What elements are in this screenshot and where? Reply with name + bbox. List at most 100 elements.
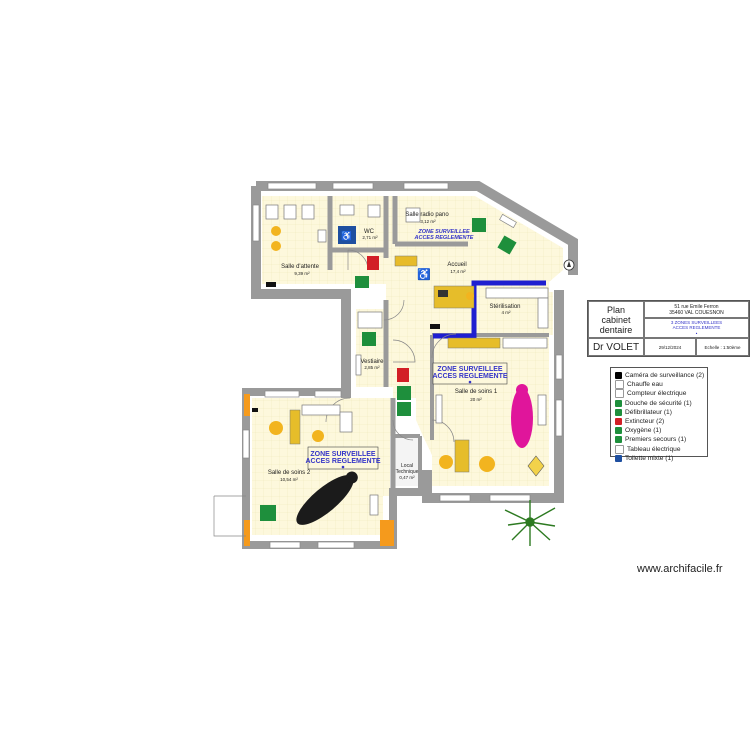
exit-sign-accueil (355, 276, 369, 288)
sterilisation-counter (485, 287, 549, 299)
floor-local-technique (393, 436, 420, 486)
patient-chair-soins2 (296, 471, 358, 525)
windows (242, 182, 563, 549)
title-block: Plan cabinet dentaire Dr VOLET 51 rue Em… (587, 300, 750, 357)
address-line2: 35460 VAL COUESNON (669, 309, 724, 316)
accueil-chair (466, 292, 474, 300)
legend-item: Chauffe eau (615, 380, 703, 390)
floor-areas (252, 196, 563, 535)
room-area-soins1: 20 m² (470, 397, 482, 402)
zone-soins1-line1: ZONE SURVEILLEE (437, 366, 503, 373)
oxygen-icon (397, 386, 411, 400)
plan-scale: Echelle : 1:50ème (696, 338, 749, 356)
floor-main (262, 196, 563, 486)
wc-toilet-sign (338, 226, 356, 244)
camera-icons (252, 282, 440, 412)
zone-soins1-line2: ACCES REGLEMENTE (432, 373, 507, 380)
room-name-local-tech-2: Technique (396, 469, 419, 475)
legend-item: Caméra de surveillance (2) (615, 371, 705, 380)
room-name-sterilisation: Stérilisation (489, 304, 520, 310)
plan-date: 29/12/2024 (644, 338, 696, 356)
room-area-local-tech: 0,47 m² (399, 475, 415, 480)
defibrillator-icon (615, 408, 622, 416)
legend-item: Compteur électrique (615, 389, 703, 399)
orange-corners (244, 394, 394, 546)
oxygen-icon-2 (397, 402, 411, 416)
legend-label: Extincteur (2) (625, 418, 665, 426)
legend-item: Oxygène (1) (615, 426, 703, 435)
plan-title-line1: Plan (606, 304, 625, 315)
safety-signs: ♿ (260, 218, 517, 521)
legend-item: Premiers secours (1) (615, 435, 703, 444)
zone-radio-line1: ZONE SURVEILLEE (417, 229, 470, 235)
soins2-cabinet (289, 409, 301, 445)
exit-sign-soins2 (260, 505, 276, 521)
blue-wall-sterilisation (433, 280, 546, 339)
legend-label: Toilette mixte (1) (625, 454, 674, 462)
water-heater-icon (615, 380, 624, 390)
room-name-salle-attente: Salle d'attente (281, 264, 320, 270)
doors (213, 249, 457, 537)
room-name-local-tech-1: Local (401, 463, 413, 469)
room-area-wc: 2,71 m² (362, 235, 378, 240)
first-aid-icon (615, 436, 622, 444)
legend-item: Défibrillateur (1) (615, 408, 703, 417)
electric-panel-icon (615, 444, 624, 454)
defibrillator-icon (472, 218, 486, 232)
legend-label: Défibrillateur (1) (625, 408, 672, 416)
legend-item: Extincteur (2) (615, 417, 703, 426)
address: 51 rue Emile Ferron 35460 VAL COUESNON (644, 301, 749, 318)
legend-item: Tableau électrique (615, 444, 703, 454)
walls (242, 181, 578, 549)
camera-icon (266, 282, 276, 287)
room-name-wc: WC (364, 229, 375, 235)
room-name-vestiaire: Vestiaire (360, 359, 384, 365)
watermark: www.archifacile.fr (637, 563, 723, 575)
zones-note-dot: • (695, 330, 698, 336)
legend-item: Douche de sécurité (1) (615, 399, 703, 408)
toilet-icon: ♿ (341, 230, 352, 241)
accessibility-icon (418, 268, 430, 280)
legend-label: Tableau électrique (627, 445, 681, 453)
camera-icon (615, 372, 622, 380)
camera-icon-2 (430, 324, 440, 329)
room-area-salle-radio: 3,12 m² (420, 219, 436, 224)
room-name-salle-radio: Salle radio pano (405, 212, 449, 218)
zones-note-line2: ACCES REGLEMENTE (672, 325, 721, 331)
zones-note-line1: 3 ZONES SURVEILLEES (670, 319, 723, 325)
zone-soins2-line1: ZONE SURVEILLEE (310, 451, 376, 458)
doctor-name: Dr VOLET (588, 338, 644, 356)
plan-title: Plan cabinet dentaire (588, 301, 644, 338)
compass-icon (563, 259, 575, 271)
svg-text:♿: ♿ (417, 268, 431, 281)
legend-label: Premiers secours (1) (625, 436, 687, 444)
waiting-chairs (271, 226, 281, 251)
address-line1: 51 rue Emile Ferron (674, 303, 719, 310)
room-name-accueil: Accueil (447, 262, 466, 268)
safety-shower-icon (615, 399, 622, 407)
waiting-seats (265, 204, 355, 243)
extinguisher-icon (367, 256, 379, 270)
room-area-vestiaire: 2,85 m² (364, 365, 380, 370)
safety-shower-icon (497, 235, 517, 255)
zones-note: 3 ZONES SURVEILLEES ACCES REGLEMENTE • (644, 318, 749, 338)
plan-title-line3: dentaire (599, 324, 633, 335)
toilet-icon (615, 454, 622, 462)
soins1-counter (447, 337, 501, 349)
legend-label: Douche de sécurité (1) (625, 399, 692, 407)
plan-title-line2: cabinet (601, 314, 631, 325)
room-area-salle-attente: 9,39 m² (294, 271, 310, 276)
extinguisher-icon-2 (397, 368, 409, 382)
legend-label: Chauffe eau (627, 381, 663, 389)
sink-wc (367, 204, 381, 218)
legend-label: Caméra de surveillance (2) (625, 372, 705, 380)
legend-item: Toilette mixte (1) (615, 454, 703, 463)
room-labels: Salle d'attente 9,39 m² WC 2,71 m² Salle… (268, 212, 521, 482)
electric-meter-icon (615, 389, 624, 399)
legend-label: Compteur électrique (627, 390, 687, 398)
room-area-soins2: 10,54 m² (280, 477, 298, 482)
zone-soins2-line2: ACCES REGLEMENTE (305, 458, 380, 465)
room-area-sterilisation: 4 m² (502, 310, 512, 315)
